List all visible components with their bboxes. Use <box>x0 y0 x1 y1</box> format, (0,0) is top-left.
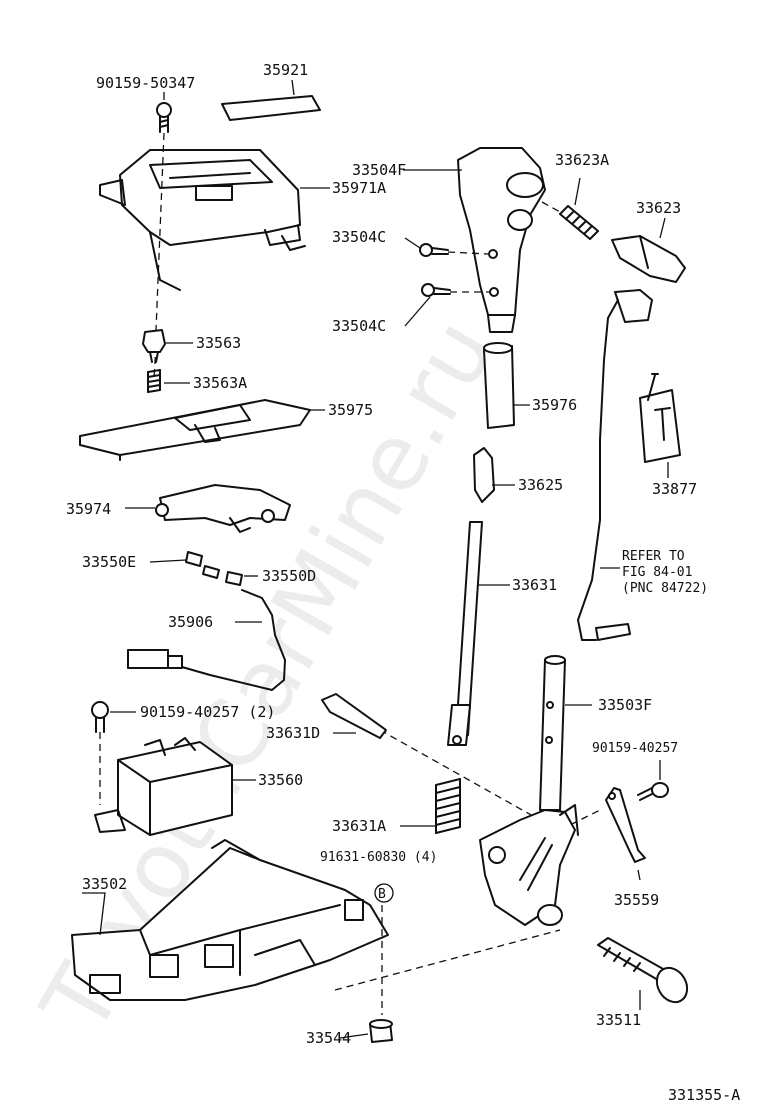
part-33511-bolt <box>597 937 689 1004</box>
part-35974-bracket <box>155 484 291 533</box>
part-35559-plate <box>605 787 646 863</box>
part-33631-rod <box>447 521 483 746</box>
label-33563: 33563 <box>196 334 241 352</box>
label-90159-50347: 90159-50347 <box>96 74 195 92</box>
label-33631D: 33631D <box>266 724 320 742</box>
part-35976-sleeve <box>483 342 515 429</box>
label-33563A: 33563A <box>193 374 247 392</box>
label-33544: 33544 <box>306 1029 351 1047</box>
part-33504F-knob <box>457 147 546 333</box>
label-33560: 33560 <box>258 771 303 789</box>
alignment-line-8 <box>447 251 489 255</box>
label-33502: 33502 <box>82 875 127 893</box>
figure-id: 331355-A <box>668 1086 740 1104</box>
part-cable-84722 <box>577 289 653 641</box>
part-33877-tag <box>639 373 681 463</box>
label-refer-line-3: (PNC 84722) <box>622 581 708 596</box>
label-33504C-bottom: 33504C <box>332 317 386 335</box>
label-33504C-top: 33504C <box>332 228 386 246</box>
alignment-line-1 <box>155 132 165 331</box>
label-33631: 33631 <box>512 576 557 594</box>
part-90159-40257-bolt <box>637 782 669 801</box>
part-33504C-screw-bottom <box>421 283 451 297</box>
part-90159-50347-screw <box>156 102 172 133</box>
leader-lines <box>82 79 669 1039</box>
part-33625 <box>473 447 495 503</box>
alignment-line-5 <box>334 929 561 991</box>
part-33502-base <box>71 839 389 1001</box>
label-33623A: 33623A <box>555 151 609 169</box>
label-33623: 33623 <box>636 199 681 217</box>
part-33631D-pin <box>321 693 387 739</box>
part-33544-bushing <box>369 1019 393 1043</box>
part-33503F-lever <box>479 655 579 926</box>
label-33625: 33625 <box>518 476 563 494</box>
label-35974: 35974 <box>66 500 111 518</box>
part-33560-module <box>94 737 233 836</box>
label-91631-60830: 91631-60830 (4) <box>320 850 437 865</box>
part-35975-plate <box>79 399 311 461</box>
label-refer-line-2: FIG 84-01 <box>622 565 692 580</box>
label-33511: 33511 <box>596 1011 641 1029</box>
label-33550D: 33550D <box>262 567 316 585</box>
label-35921: 35921 <box>263 61 308 79</box>
label-33504F: 33504F <box>352 161 406 179</box>
alignment-line-6 <box>379 729 541 821</box>
label-35906: 35906 <box>168 613 213 631</box>
part-35921-plate <box>221 95 321 121</box>
part-33563-clip <box>142 329 166 363</box>
label-90159-40257-2: 90159-40257 (2) <box>140 703 275 721</box>
part-33550D <box>202 565 243 586</box>
label-35975: 35975 <box>328 401 373 419</box>
part-33623-button <box>611 235 686 283</box>
alignment-line-7 <box>559 809 601 831</box>
callout-b-marker: B <box>374 883 394 903</box>
part-33623A-spring <box>559 205 599 240</box>
alignment-line-10 <box>541 201 561 213</box>
label-refer-line-1: REFER TO <box>622 549 685 564</box>
part-33631A-spring <box>435 778 461 834</box>
label-35559: 35559 <box>614 891 659 909</box>
callout-b-text: B <box>378 887 386 902</box>
part-90159-40257-bolt-pair <box>91 701 109 733</box>
part-33550E <box>185 551 203 567</box>
part-33563A-spring <box>147 369 161 393</box>
label-33631A: 33631A <box>332 817 386 835</box>
part-35906-harness <box>127 589 286 691</box>
part-35971A-housing <box>99 149 306 291</box>
label-35976: 35976 <box>532 396 577 414</box>
label-35971A: 35971A <box>332 179 386 197</box>
part-33504C-screw-top <box>419 243 449 257</box>
label-33877: 33877 <box>652 480 697 498</box>
label-33550E: 33550E <box>82 553 136 571</box>
label-90159-40257: 90159-40257 <box>592 741 678 756</box>
label-33503F: 33503F <box>598 696 652 714</box>
